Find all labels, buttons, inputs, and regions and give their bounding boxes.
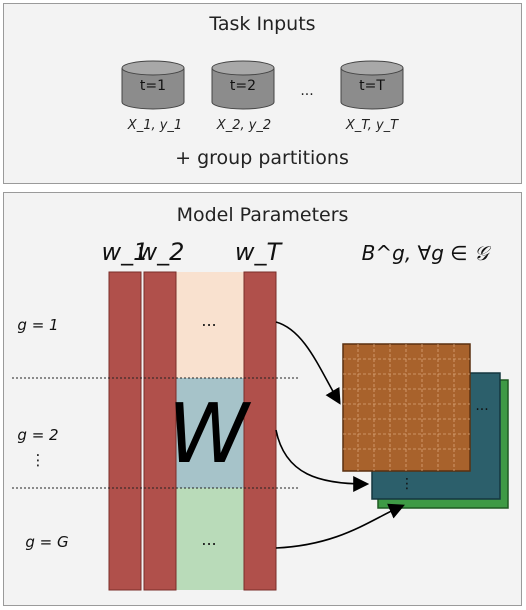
- task-input-cylinders: t=1 t=2 t=T ... X_1, y_1 X_2, y_2 X_T, y…: [121, 60, 404, 169]
- label-wT: w_T: [235, 238, 284, 266]
- group-label-1: g = 1: [17, 316, 58, 334]
- cell-ellipsis-3: ...: [201, 530, 216, 549]
- group1-band: [176, 272, 244, 378]
- group-vdots: ⋮: [31, 451, 46, 469]
- cell-ellipsis-1: ...: [201, 311, 216, 330]
- column-wT: [243, 271, 277, 591]
- cylinder-tT: t=T: [340, 60, 404, 110]
- arrow-group2: [275, 429, 370, 492]
- b-matrix-label: B^g, ∀g ∈ 𝒢: [362, 241, 492, 265]
- task-inputs-title: Task Inputs: [209, 13, 316, 35]
- matrix-symbol-W: W: [167, 387, 251, 482]
- b-layer-brown: [342, 343, 471, 472]
- cylinder-ellipsis: ...: [300, 83, 313, 99]
- cylinder-label-t1: t=1: [140, 78, 166, 94]
- group-label-2: g = 2: [17, 426, 58, 444]
- group-label-G: g = G: [25, 533, 68, 551]
- group-partitions-label: + group partitions: [175, 147, 349, 169]
- label-w1: w_1: [102, 238, 149, 266]
- arrow-group3: [275, 503, 405, 549]
- b-teal-ellipsis: ...: [475, 398, 488, 414]
- group3-band: [176, 488, 244, 590]
- label-w2: w_2: [138, 238, 185, 266]
- caption-t1: X_1, y_1: [127, 118, 182, 133]
- group2-band: [176, 378, 244, 488]
- cylinder-t1: t=1: [121, 60, 185, 110]
- cylinder-label-tT: t=T: [359, 78, 385, 94]
- column-w2: [143, 271, 177, 591]
- cylinder-label-t2: t=2: [230, 78, 256, 94]
- cylinder-t2: t=2: [211, 60, 275, 110]
- column-w1: [108, 271, 142, 591]
- caption-tT: X_T, y_T: [345, 118, 399, 133]
- model-parameters-title: Model Parameters: [176, 204, 349, 226]
- b-teal-vdots: ⋮: [400, 476, 414, 492]
- arrow-group1: [275, 321, 341, 405]
- caption-t2: X_2, y_2: [216, 118, 271, 133]
